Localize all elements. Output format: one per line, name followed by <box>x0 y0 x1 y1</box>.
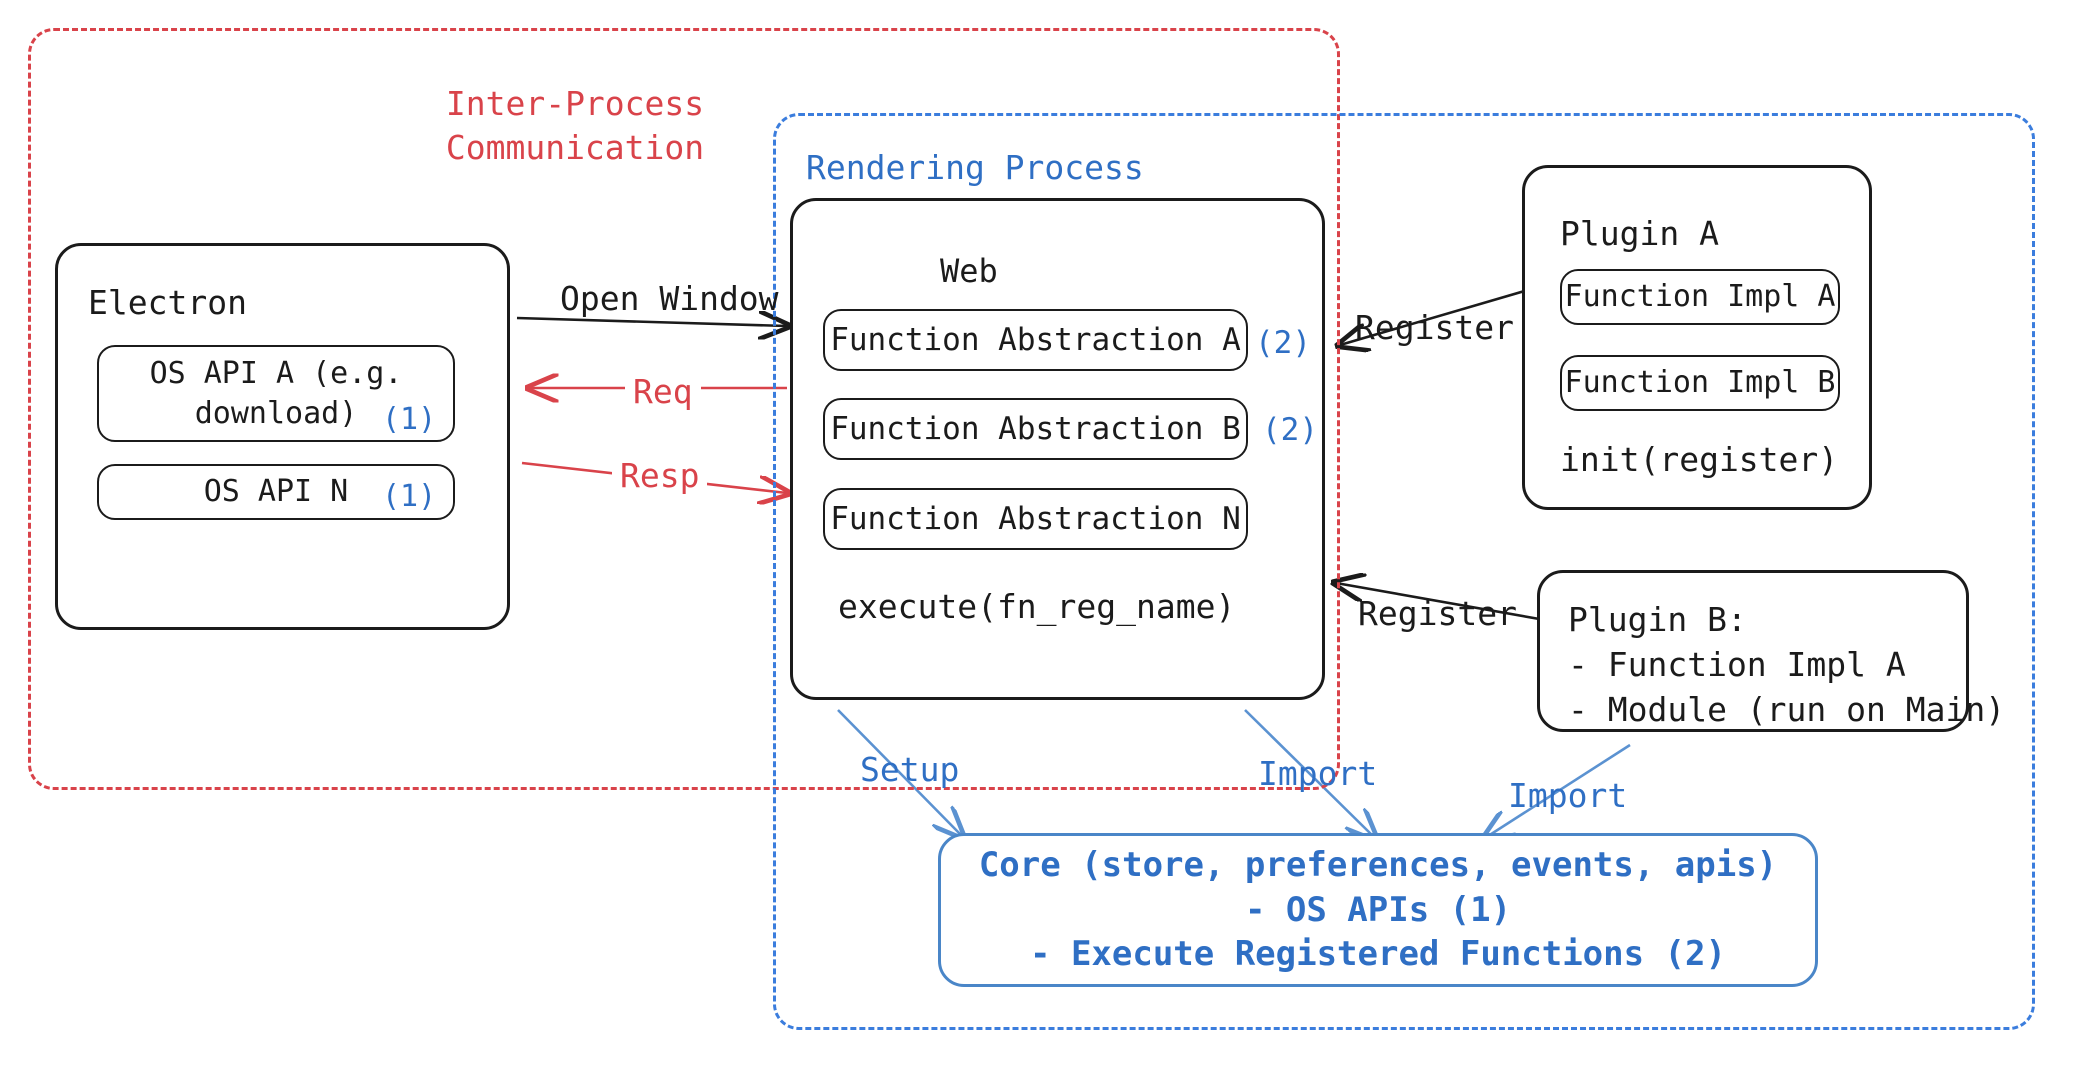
core-line-1: - OS APIs (1) <box>1244 889 1512 930</box>
function-impl-a-box[interactable]: Function Impl A <box>1560 269 1840 325</box>
function-abstraction-b-marker: (2) <box>1262 412 1318 448</box>
function-abstraction-a-box[interactable]: Function Abstraction A <box>823 309 1248 371</box>
plugin-b-item-1: - Module (run on Main) <box>1568 690 2006 729</box>
plugin-a-title: Plugin A <box>1560 214 1719 253</box>
group-rendering-process <box>773 113 2035 1030</box>
function-impl-a-label: Function Impl A <box>1564 279 1836 315</box>
function-abstraction-n-label: Function Abstraction N <box>830 500 1241 537</box>
function-abstraction-a-marker: (2) <box>1255 325 1311 361</box>
os-api-a-box[interactable]: OS API A (e.g.download) <box>97 345 455 442</box>
edge-label-setup: Setup <box>860 750 960 789</box>
edge-label-import-web: Import <box>1258 754 1378 793</box>
group-rendering-process-label: Rendering Process <box>806 148 1144 187</box>
web-execute-label: execute(fn_reg_name) <box>838 587 1236 626</box>
plugin-b-title: Plugin B: <box>1568 600 1747 639</box>
os-api-n-box[interactable]: OS API N <box>97 464 455 520</box>
os-api-a-marker: (1) <box>382 402 437 437</box>
function-abstraction-b-label: Function Abstraction B <box>830 410 1241 447</box>
plugin-a-init-label: init(register) <box>1560 440 1839 479</box>
os-api-n-label: OS API N <box>203 474 349 510</box>
os-api-a-label: OS API A (e.g.download) <box>149 355 403 431</box>
function-abstraction-a-label: Function Abstraction A <box>830 321 1241 358</box>
edge-label-req: Req <box>625 370 701 414</box>
function-impl-b-label: Function Impl B <box>1564 365 1836 401</box>
core-line-2: - Execute Registered Functions (2) <box>1030 934 1726 975</box>
edge-label-import-plugin: Import <box>1508 776 1628 815</box>
function-abstraction-b-box[interactable]: Function Abstraction B <box>823 398 1248 460</box>
plugin-b-box <box>1537 570 1969 732</box>
edge-label-open-window: Open Window <box>560 279 779 318</box>
core-line-0: Core (store, preferences, events, apis) <box>978 844 1778 885</box>
edge-label-register-b: Register <box>1358 594 1517 633</box>
web-title: Web <box>940 252 998 290</box>
edge-label-resp: Resp <box>612 454 708 498</box>
plugin-a-box <box>1522 165 1872 510</box>
plugin-b-item-0: - Function Impl A <box>1568 645 1906 684</box>
os-api-n-marker: (1) <box>382 479 437 514</box>
edge-label-register-a: Register <box>1355 308 1514 347</box>
electron-title: Electron <box>88 283 247 322</box>
group-inter-process-communication <box>28 28 1340 790</box>
function-abstraction-n-box[interactable]: Function Abstraction N <box>823 488 1248 550</box>
function-impl-b-box[interactable]: Function Impl B <box>1560 355 1840 411</box>
core-box: Core (store, preferences, events, apis) … <box>938 833 1818 987</box>
